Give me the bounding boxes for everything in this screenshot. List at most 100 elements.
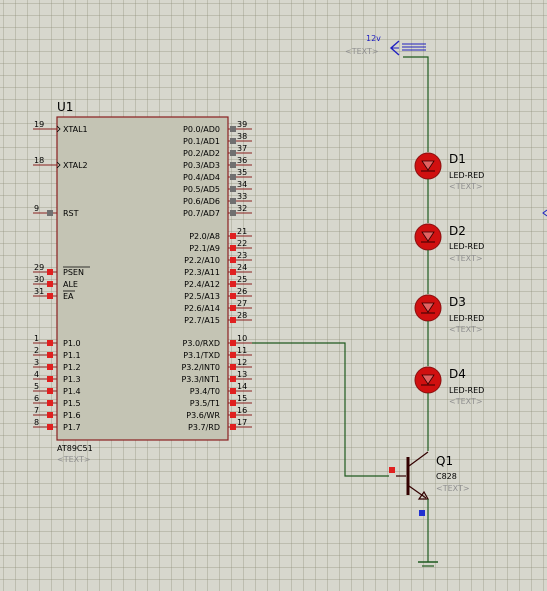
mcu-pin-number: 17 (237, 418, 247, 427)
mcu-pin-name: ALE (63, 280, 78, 289)
pin-state-marker (230, 340, 236, 346)
led-d1-part: LED-RED (449, 171, 484, 180)
mcu-pin-name: P2.0/A8 (189, 232, 220, 241)
mcu-pin-number: 19 (34, 120, 44, 129)
mcu-pin-number: 27 (237, 299, 247, 308)
pin-state-marker (230, 210, 236, 216)
mcu-pin-number: 13 (237, 370, 247, 379)
mcu-u1[interactable]: U1 AT89C51 <TEXT> 19XTAL118XTAL29RST29PS… (33, 100, 252, 464)
mcu-pin-5[interactable]: 5P1.4 (33, 382, 81, 396)
led-d4-ref: D4 (449, 367, 466, 381)
pin-state-marker (230, 388, 236, 394)
led-d2-ref: D2 (449, 224, 466, 238)
led-d3[interactable]: D3 LED-RED <TEXT> (414, 294, 484, 334)
mcu-pin-number: 2 (34, 346, 39, 355)
pin-state-marker (230, 400, 236, 406)
pin-state-marker (230, 412, 236, 418)
mcu-pin-2[interactable]: 2P1.1 (33, 346, 81, 360)
mcu-body[interactable] (56, 116, 229, 441)
q1-base-pin-marker[interactable] (389, 467, 395, 473)
mcu-right-pins: 39P0.0/AD038P0.1/AD137P0.2/AD236P0.3/AD3… (181, 120, 252, 432)
ground-symbol[interactable] (418, 561, 438, 567)
pin-state-marker (230, 150, 236, 156)
pin-state-marker (47, 376, 53, 382)
mcu-pin-name: P0.3/AD3 (183, 161, 220, 170)
transistor-q1[interactable]: Q1 C828 <TEXT> (389, 451, 470, 516)
mcu-pin-number: 10 (237, 334, 247, 343)
led-d1[interactable]: D1 LED-RED <TEXT> (414, 152, 484, 191)
mcu-pin-name: P1.7 (63, 423, 81, 432)
mcu-pin-name: P2.3/A11 (184, 268, 220, 277)
led-d4[interactable]: D4 LED-RED <TEXT> (414, 366, 484, 406)
pin-state-marker (230, 174, 236, 180)
power-wire[interactable] (403, 56, 429, 152)
mcu-pin-6[interactable]: 6P1.5 (33, 394, 81, 408)
mcu-pin-7[interactable]: 7P1.6 (33, 406, 81, 420)
pin-state-marker (230, 305, 236, 311)
mcu-pin-name: P1.3 (63, 375, 81, 384)
pin-state-marker (230, 424, 236, 430)
pin-state-marker (47, 412, 53, 418)
mcu-pin-number: 33 (237, 192, 247, 201)
led-d1-placeholder: <TEXT> (449, 182, 483, 191)
mcu-pin-name: P1.6 (63, 411, 81, 420)
led-d3-part: LED-RED (449, 314, 484, 323)
mcu-placeholder: <TEXT> (57, 455, 91, 464)
pin-state-marker (230, 186, 236, 192)
mcu-part: AT89C51 (57, 444, 93, 453)
mcu-pin-8[interactable]: 8P1.7 (33, 418, 81, 432)
led-d4-part: LED-RED (449, 386, 484, 395)
power-text-placeholder: <TEXT> (345, 47, 379, 56)
mcu-pin-name: P3.2/INT0 (181, 363, 220, 372)
led-d3-ref: D3 (449, 295, 466, 309)
led-d2[interactable]: D2 LED-RED <TEXT> (414, 223, 484, 263)
mcu-pin-3[interactable]: 3P1.2 (33, 358, 81, 372)
mcu-pin-number: 31 (34, 287, 44, 296)
power-terminal[interactable]: 12v <TEXT> (345, 34, 426, 56)
mcu-pin-number: 30 (34, 275, 44, 284)
mcu-pin-number: 1 (34, 334, 39, 343)
pin-state-marker (230, 352, 236, 358)
mcu-pin-name: P1.2 (63, 363, 81, 372)
mcu-pin-4[interactable]: 4P1.3 (33, 370, 81, 384)
mcu-pin-number: 6 (34, 394, 39, 403)
pin-state-marker (230, 281, 236, 287)
q1-part: C828 (436, 472, 457, 481)
q1-emitter-pin-marker[interactable] (419, 510, 425, 516)
mcu-pin-1[interactable]: 1P1.0 (33, 334, 81, 348)
rxd-to-base-wire[interactable] (252, 342, 389, 477)
mcu-pin-name: P3.5/T1 (190, 399, 220, 408)
